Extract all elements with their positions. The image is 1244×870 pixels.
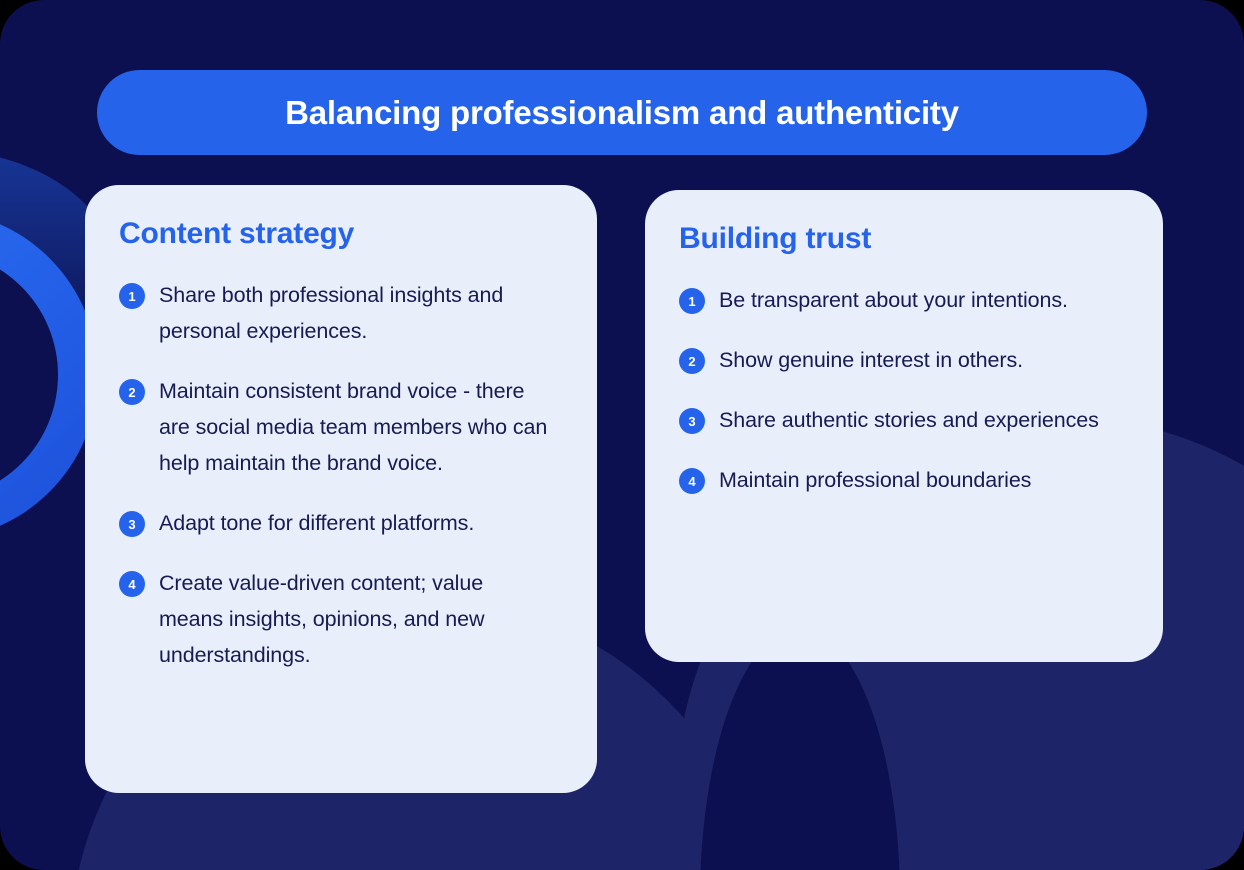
item-number-badge: 4 bbox=[119, 571, 145, 597]
list-item-text: Share both professional insights and per… bbox=[159, 283, 504, 343]
item-number-badge: 3 bbox=[679, 408, 705, 434]
card-content-strategy: Content strategy 1 Share both profession… bbox=[85, 185, 597, 793]
slide-title-banner: Balancing professionalism and authentici… bbox=[97, 70, 1147, 155]
list-item-text: Maintain professional boundaries bbox=[719, 468, 1032, 492]
item-number-badge: 3 bbox=[119, 511, 145, 537]
card-item-list: 1 Be transparent about your intentions. … bbox=[679, 282, 1129, 498]
item-number-badge: 2 bbox=[679, 348, 705, 374]
page-title: Balancing professionalism and authentici… bbox=[285, 93, 959, 131]
card-building-trust: Building trust 1 Be transparent about yo… bbox=[645, 190, 1163, 662]
list-item-text: Create value-driven content; value means… bbox=[159, 571, 485, 667]
card-item-list: 1 Share both professional insights and p… bbox=[119, 277, 563, 673]
list-item-text: Adapt tone for different platforms. bbox=[159, 511, 475, 535]
item-number-badge: 1 bbox=[119, 283, 145, 309]
list-item-text: Be transparent about your intentions. bbox=[719, 288, 1068, 312]
item-number-badge: 1 bbox=[679, 288, 705, 314]
list-item: 2 Show genuine interest in others. bbox=[679, 342, 1129, 378]
list-item: 3 Adapt tone for different platforms. bbox=[119, 505, 563, 541]
item-number-badge: 2 bbox=[119, 379, 145, 405]
list-item: 4 Create value-driven content; value mea… bbox=[119, 565, 563, 673]
list-item-text: Share authentic stories and experiences bbox=[719, 408, 1099, 432]
item-number-badge: 4 bbox=[679, 468, 705, 494]
list-item: 1 Share both professional insights and p… bbox=[119, 277, 563, 349]
list-item: 1 Be transparent about your intentions. bbox=[679, 282, 1129, 318]
list-item-text: Show genuine interest in others. bbox=[719, 348, 1023, 372]
list-item-text: Maintain consistent brand voice - there … bbox=[159, 379, 548, 475]
card-title: Building trust bbox=[679, 222, 872, 255]
list-item: 3 Share authentic stories and experience… bbox=[679, 402, 1129, 438]
card-title: Content strategy bbox=[119, 217, 355, 250]
list-item: 2 Maintain consistent brand voice - ther… bbox=[119, 373, 563, 481]
list-item: 4 Maintain professional boundaries bbox=[679, 462, 1129, 498]
